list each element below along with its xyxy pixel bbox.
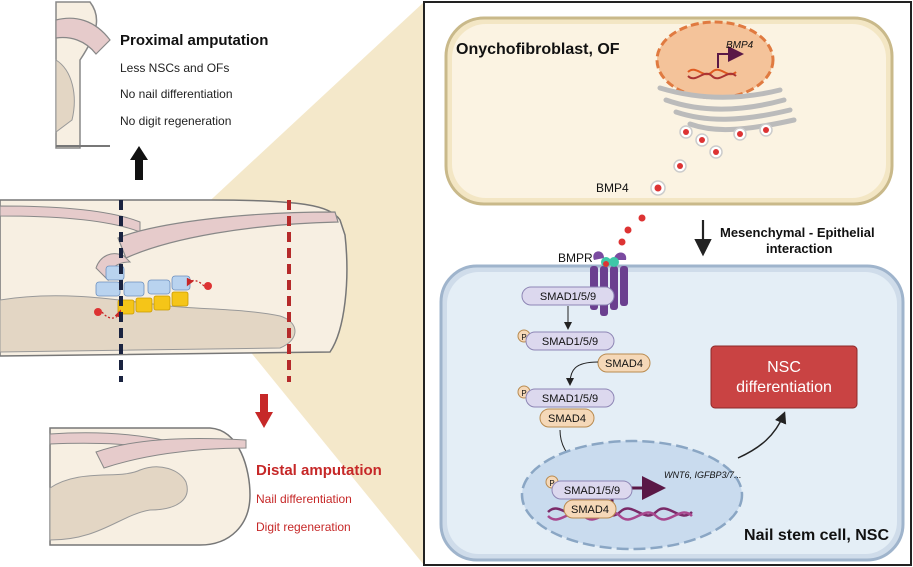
smad159-label-4: SMAD1/5/9: [564, 485, 620, 497]
phospho-label-1: P: [521, 333, 526, 342]
smad4-box-1: [597, 353, 651, 373]
secreted-bmp4: [618, 214, 646, 246]
bmpr-label: BMPR: [558, 251, 593, 265]
smad4-box-2: [539, 408, 595, 428]
smad159-label-2: SMAD1/5/9: [542, 336, 598, 348]
gene-bmp4-label: BMP4: [726, 40, 754, 51]
smad159-label-1: SMAD1/5/9: [540, 291, 596, 303]
of-title: Onychofibroblast, OF: [456, 41, 620, 58]
proximal-title: Proximal amputation: [120, 32, 268, 49]
smad4-box-3: [563, 499, 617, 519]
down-arrow: [255, 394, 273, 428]
bmp4-vesicles: [650, 123, 773, 196]
proximal-line-1: Less NSCs and OFs: [120, 61, 229, 75]
proximal-line-2: No nail differentiation: [120, 87, 233, 101]
differentiation-arrow: [737, 411, 787, 459]
smad4-label-1: SMAD4: [605, 358, 643, 370]
smad159-box-2: [525, 331, 615, 351]
interaction-label-1: Mesenchymal - Epithelial: [720, 225, 875, 240]
smad4-label-3: SMAD4: [571, 504, 609, 516]
smad159-box-4: [551, 480, 633, 500]
nsc-title: Nail stem cell, NSC: [744, 527, 889, 544]
distal-line-2: Digit regeneration: [256, 520, 351, 534]
proximal-line-3: No digit regeneration: [120, 114, 231, 128]
distal-digit-illustration: [49, 427, 251, 546]
bmp4-label: BMP4: [596, 181, 629, 195]
phospho-label-3: P: [549, 479, 554, 488]
nsc-nucleus: [520, 439, 744, 551]
nsc-diff-label-2: differentiation: [736, 379, 832, 396]
of-nucleus: [655, 20, 775, 100]
interaction-label-2: interaction: [766, 241, 833, 256]
distal-title: Distal amputation: [256, 462, 382, 479]
smad4-label-2: SMAD4: [548, 413, 586, 425]
smad159-label-3: SMAD1/5/9: [542, 393, 598, 405]
nsc-diff-label-1: NSC: [767, 359, 801, 376]
target-genes-label: WNT6, IGFBP3/7...: [664, 470, 742, 480]
smad159-box-3: [525, 388, 615, 408]
distal-line-1: Nail differentiation: [256, 492, 352, 506]
golgi-stack: [657, 85, 797, 133]
phospho-label-2: P: [521, 389, 526, 398]
nsc-differentiation-box: [710, 345, 858, 409]
proximal-digit-illustration: [55, 1, 111, 149]
up-arrow: [130, 146, 148, 180]
smad159-box-1: [521, 286, 615, 306]
digit-cross-section: [0, 199, 348, 357]
